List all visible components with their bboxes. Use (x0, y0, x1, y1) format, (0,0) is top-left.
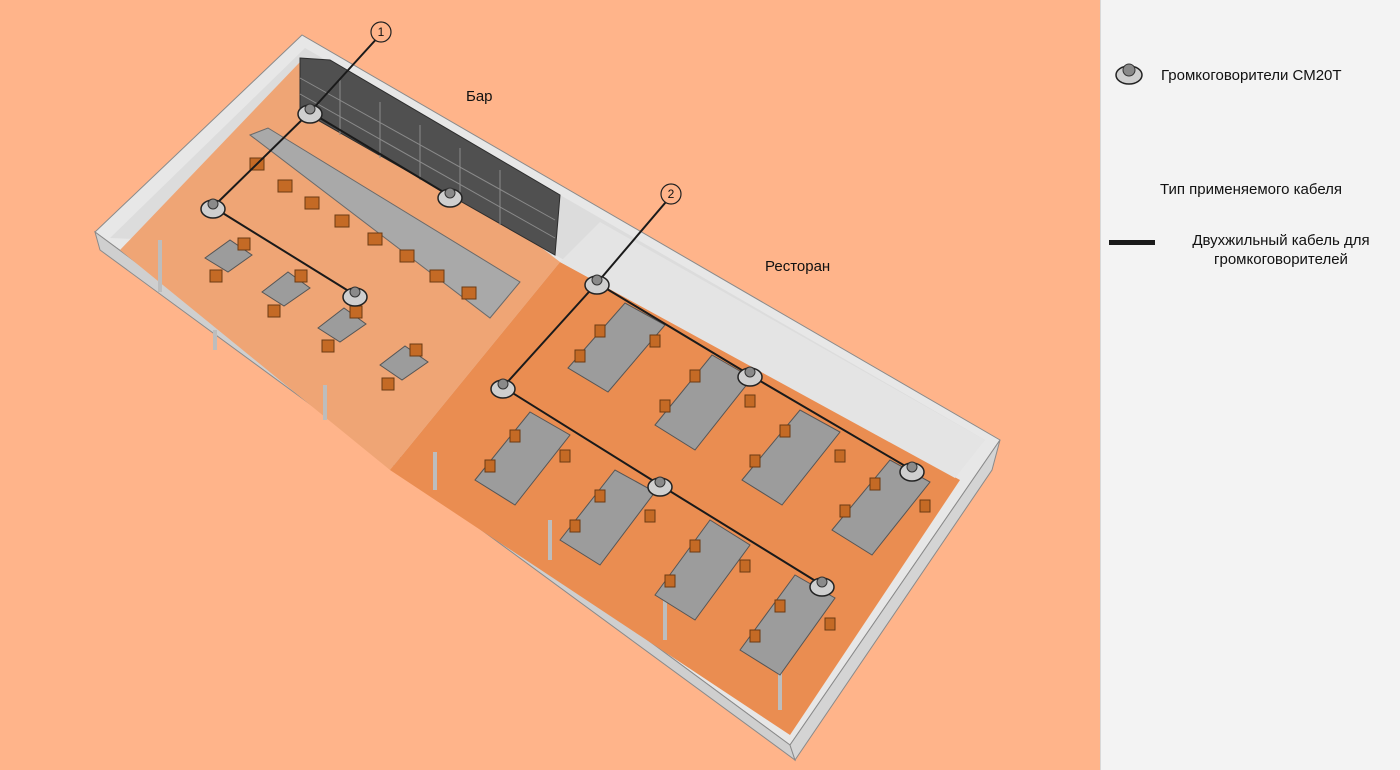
building-outer-wall-right (789, 439, 1001, 762)
speaker-icon (584, 274, 610, 295)
restaurant-tables (474, 302, 931, 676)
zone-tag-2: 2 (660, 183, 682, 205)
speaker-icon (490, 378, 516, 399)
speaker-icon (899, 461, 925, 482)
cable-zone-2 (502, 195, 913, 586)
restaurant-room-label: Ресторан (765, 258, 831, 275)
legend-panel: Громкоговорители СМ20Т Тип применяемого … (1100, 0, 1400, 770)
cable-legend-label-line2: громкоговорителей (1214, 251, 1348, 268)
speaker-icon (342, 286, 368, 307)
restaurant-chairs (484, 324, 931, 643)
cable-legend-label: Двухжильный кабель для громкоговорителей (1163, 231, 1399, 269)
restaurant-back-wall (560, 222, 985, 478)
speaker-icon (647, 476, 673, 497)
speaker-legend-icon (1115, 63, 1143, 85)
bar-floor (120, 62, 560, 470)
speaker-icon (200, 198, 226, 219)
bar-shelving (299, 57, 561, 256)
zone-tag-1-text: 1 (378, 25, 385, 39)
cable-legend-title: Тип применяемого кабеля (1159, 181, 1343, 198)
cable-legend-line (1109, 240, 1155, 245)
speaker-icon (297, 103, 323, 124)
zone-tag-2-text: 2 (668, 187, 675, 201)
cable-legend-label-line1: Двухжильный кабель для (1192, 232, 1370, 249)
speaker-legend-label: Громкоговорители СМ20Т (1161, 67, 1342, 84)
speakers (200, 103, 925, 597)
cable-zone-1 (212, 34, 451, 296)
zone-tag-1: 1 (370, 21, 392, 43)
speaker-icon (437, 187, 463, 208)
floor-plan-diagram: 1 2 (94, 21, 1001, 762)
speaker-icon (809, 576, 835, 597)
speaker-icon (737, 366, 763, 387)
bar-table-chairs (209, 237, 423, 391)
bar-room-label: Бар (466, 88, 493, 105)
